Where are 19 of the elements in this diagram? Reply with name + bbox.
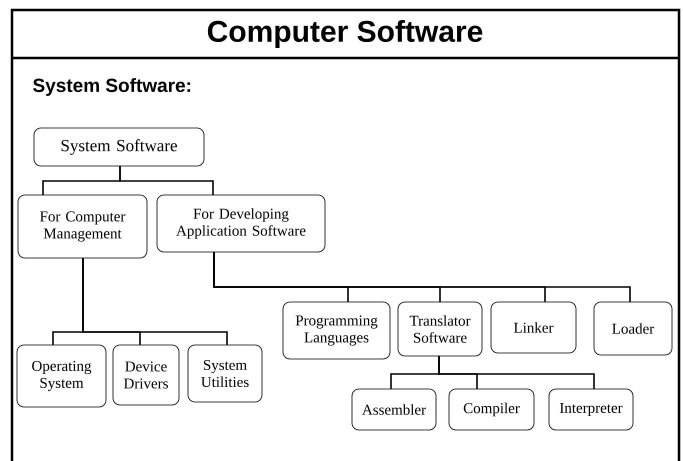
heading: System Software: [33, 78, 190, 96]
box: Translator Software [398, 302, 482, 356]
box: Interpreter [548, 388, 634, 430]
box: For Developing Application Software [156, 194, 326, 252]
box: Assembler [352, 388, 436, 430]
box: Linker [490, 302, 576, 354]
connector [119, 166, 214, 195]
connector [438, 356, 595, 389]
box: Programming Languages [282, 302, 390, 360]
box: System Software [34, 128, 204, 166]
connector [82, 258, 228, 345]
box: Operating System [16, 344, 106, 408]
box: For Computer Management [18, 194, 148, 258]
box: Compiler [448, 388, 534, 430]
box: Device Drivers [112, 344, 180, 406]
title: Computer Software [208, 20, 482, 48]
box: Loader [594, 302, 672, 356]
connector [213, 252, 631, 302]
box: System Utilities [188, 344, 262, 402]
